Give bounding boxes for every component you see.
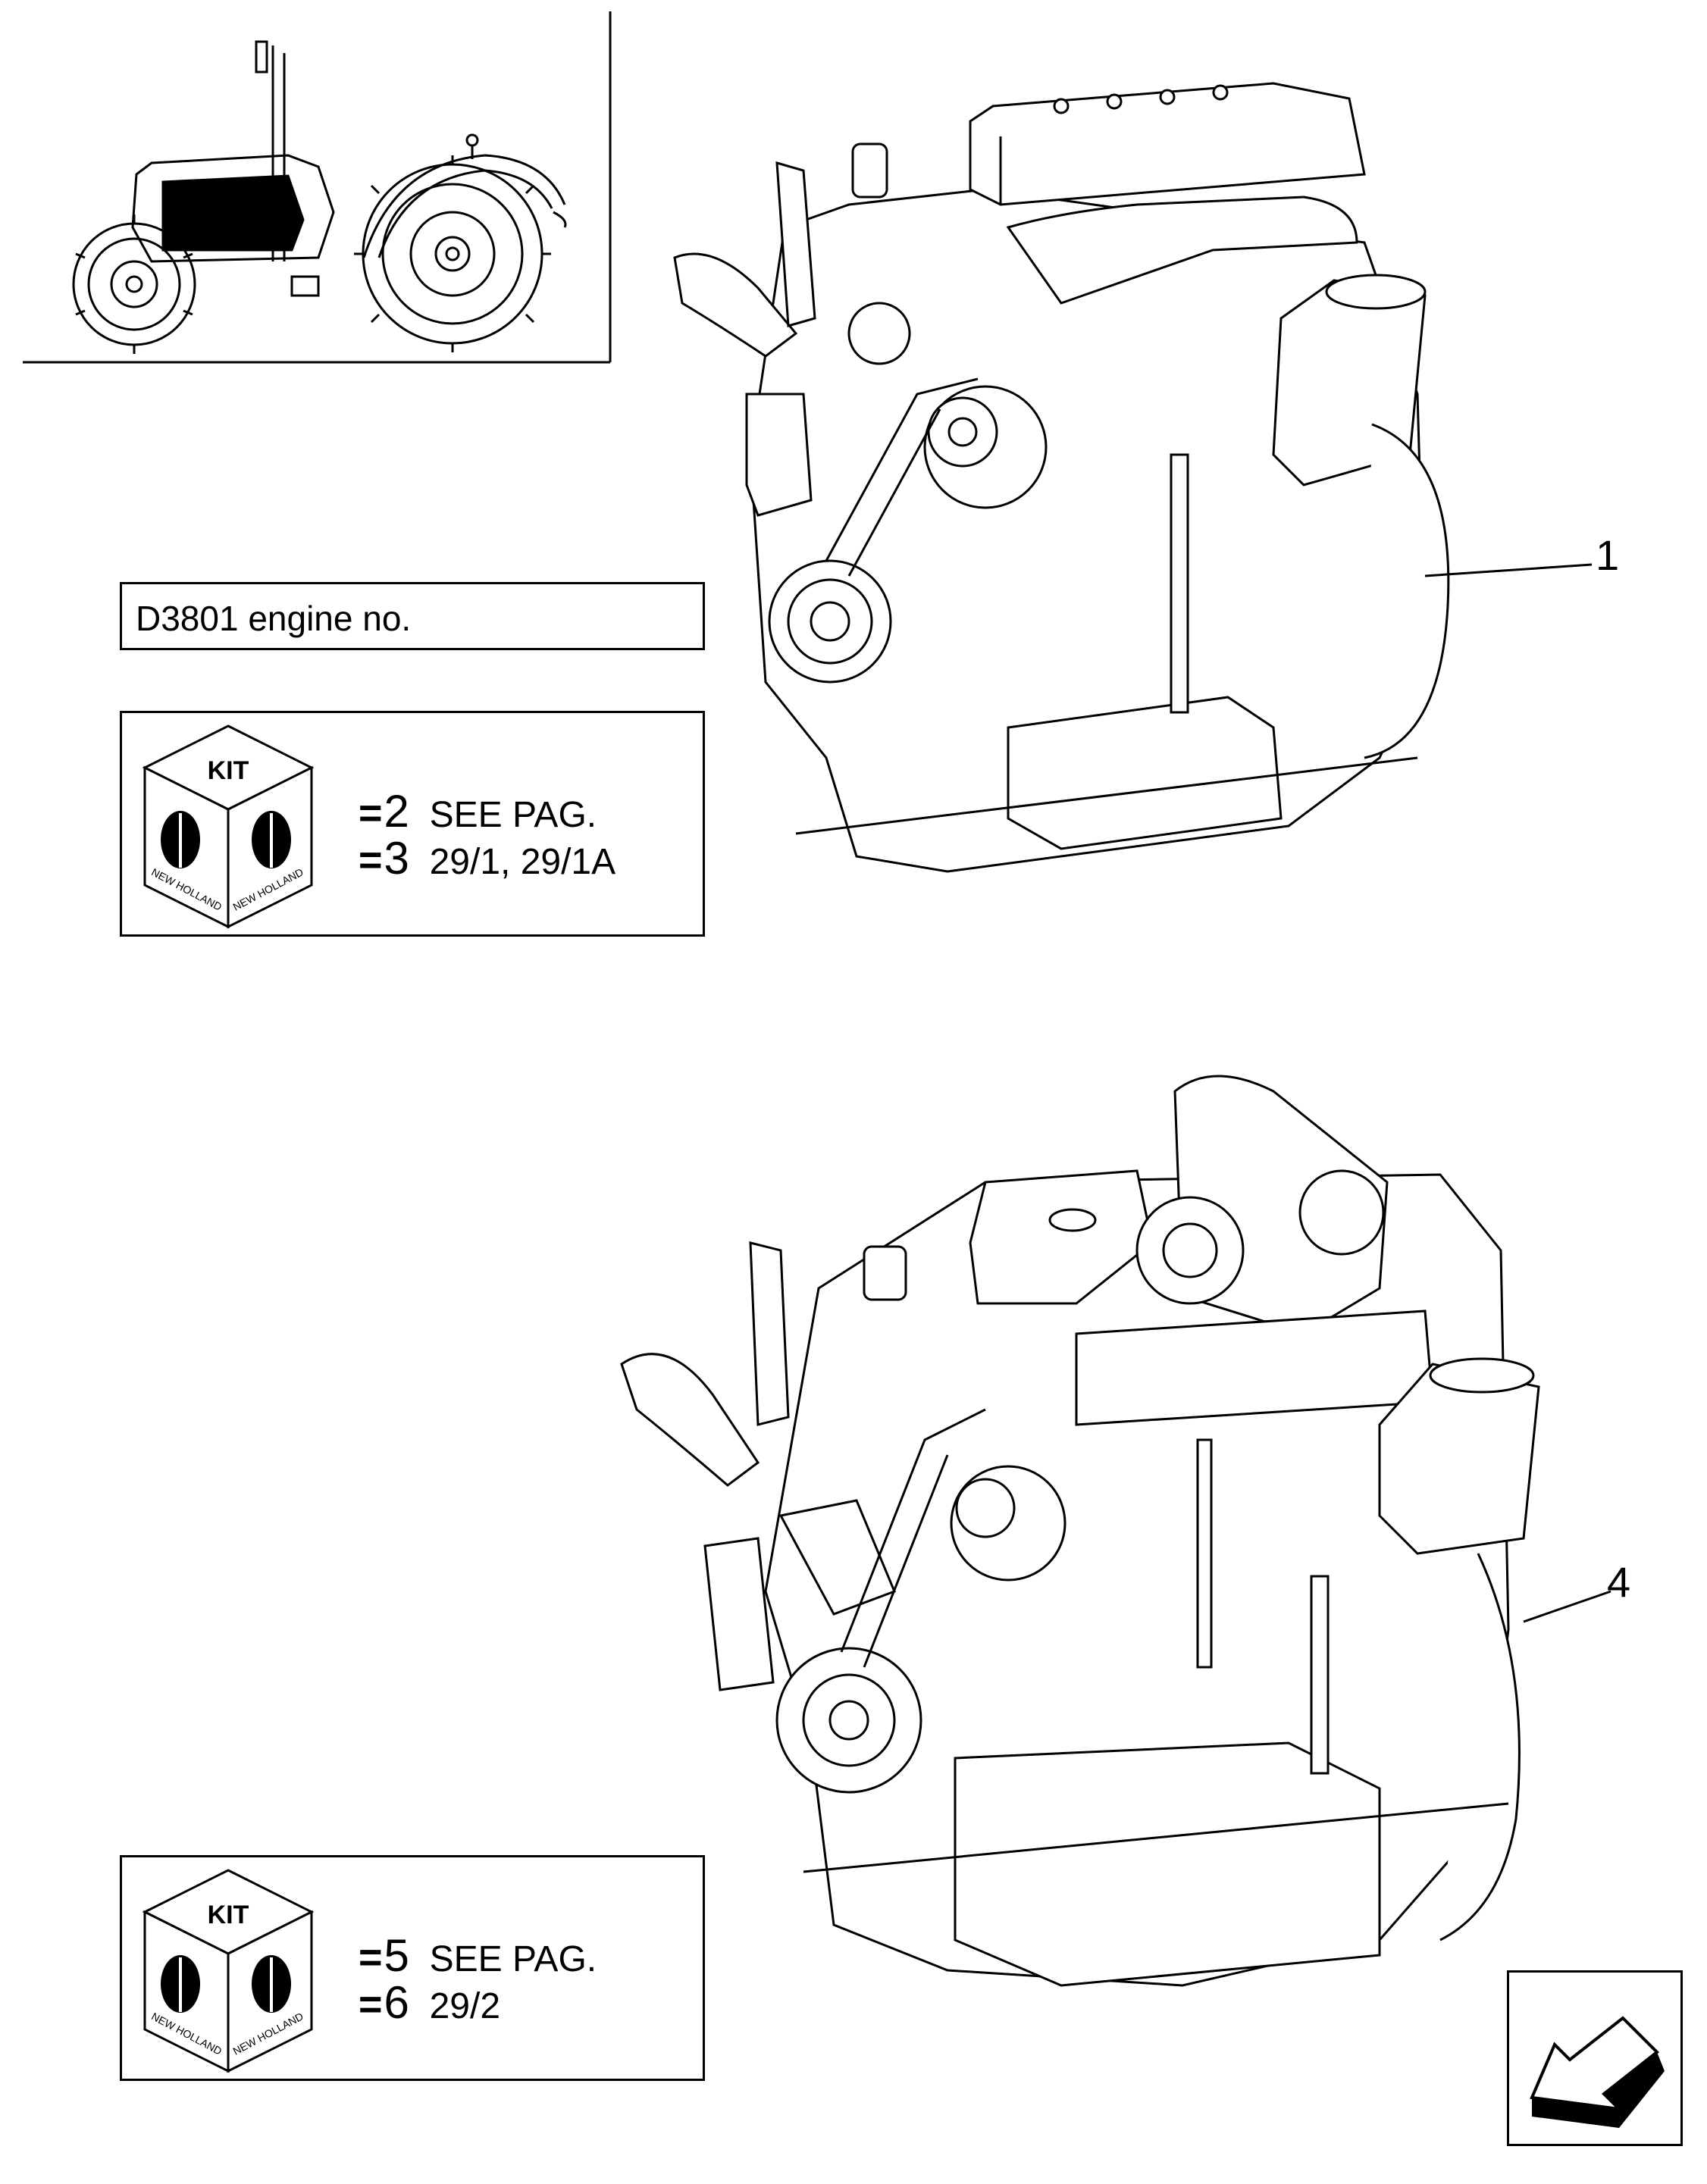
kit-row: =5 SEE PAG. xyxy=(359,1933,597,1979)
kit-row-number: 5 xyxy=(384,1930,409,1981)
callout-number: 4 xyxy=(1607,1558,1631,1606)
kit-row-eq: = xyxy=(359,1982,383,2027)
kit-row-eq: = xyxy=(359,790,383,836)
kit-row-number: 6 xyxy=(384,1977,409,2028)
kit-row: =6 29/2 xyxy=(359,1980,500,2026)
new-holland-leaf-icon xyxy=(161,811,291,868)
engine-label-box: D3801 engine no. xyxy=(120,582,705,650)
engine-label: D3801 engine no. xyxy=(136,599,412,638)
kit-row: =3 29/1, 29/1A xyxy=(359,836,615,881)
kit-row-number: 3 xyxy=(384,833,409,884)
kit-row-eq: = xyxy=(359,837,383,883)
kit-row-eq: = xyxy=(359,1935,383,1980)
kit-cube-icon: KIT NEW HOLLAND NEW HOLLAND xyxy=(142,1869,315,2073)
kit-row-text: 29/1, 29/1A xyxy=(429,842,616,882)
navigation-arrow-button[interactable] xyxy=(1507,1970,1683,2146)
new-holland-leaf-icon xyxy=(161,1955,291,2013)
kit-box: KIT NEW HOLLAND NEW HOLLAND =2 SEE PAG. … xyxy=(120,711,705,937)
kit-row-number: 2 xyxy=(384,786,409,837)
kit-row: =2 SEE PAG. xyxy=(359,789,597,834)
callout-number: 1 xyxy=(1596,531,1620,579)
kit-cube-icon: KIT NEW HOLLAND NEW HOLLAND xyxy=(142,724,315,929)
kit-row-text: SEE PAG. xyxy=(429,1939,597,1979)
kit-row-text: SEE PAG. xyxy=(429,795,597,835)
kit-box: KIT NEW HOLLAND NEW HOLLAND =5 SEE PAG. … xyxy=(120,1855,705,2081)
kit-row-text: 29/2 xyxy=(429,1986,501,2026)
kit-badge-text: KIT xyxy=(208,756,249,785)
navigation-arrow-icon xyxy=(1530,2016,1665,2128)
kit-badge-text: KIT xyxy=(208,1901,249,1929)
